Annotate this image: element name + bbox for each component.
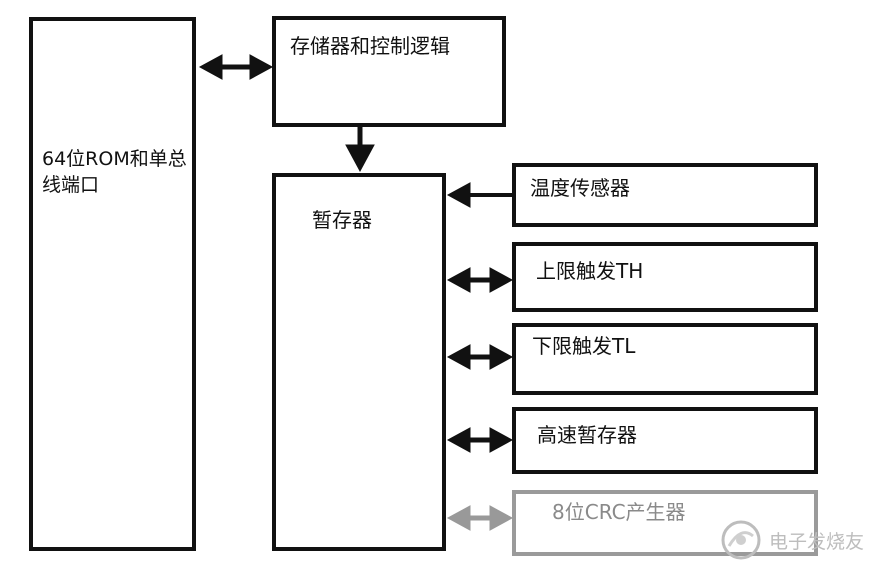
crc-arrow bbox=[446, 505, 514, 531]
crc-label: 8位CRC产生器 bbox=[552, 500, 686, 524]
temp-sensor-label: 温度传感器 bbox=[530, 176, 630, 200]
hs-scratchpad-arrow bbox=[446, 427, 514, 453]
temp-sensor-block bbox=[512, 163, 818, 227]
crc-block bbox=[512, 490, 818, 556]
scratchpad-label: 暂存器 bbox=[312, 208, 372, 232]
memory-logic-label: 存储器和控制逻辑 bbox=[290, 34, 450, 58]
rom-memory-arrow bbox=[198, 54, 274, 80]
memory-logic-block bbox=[272, 16, 506, 127]
lower-trigger-label: 下限触发TL bbox=[532, 334, 636, 358]
memory-scratchpad-arrow bbox=[345, 127, 375, 173]
rom-bus-block bbox=[29, 17, 196, 551]
upper-trigger-arrow bbox=[446, 267, 514, 293]
watermark: 电子发烧友 bbox=[719, 518, 869, 562]
watermark-text: 电子发烧友 bbox=[769, 531, 865, 553]
hs-scratchpad-block bbox=[512, 407, 818, 474]
rom-bus-label: 64位ROM和单总 线端口 bbox=[42, 148, 187, 196]
scratchpad-block bbox=[272, 173, 446, 551]
temp-sensor-arrow bbox=[446, 182, 512, 208]
lower-trigger-block bbox=[512, 323, 818, 395]
watermark-logo-icon bbox=[721, 520, 761, 560]
upper-trigger-label: 上限触发TH bbox=[536, 259, 644, 283]
lower-trigger-arrow bbox=[446, 344, 514, 370]
hs-scratchpad-label: 高速暂存器 bbox=[537, 423, 637, 447]
upper-trigger-block bbox=[512, 242, 818, 312]
